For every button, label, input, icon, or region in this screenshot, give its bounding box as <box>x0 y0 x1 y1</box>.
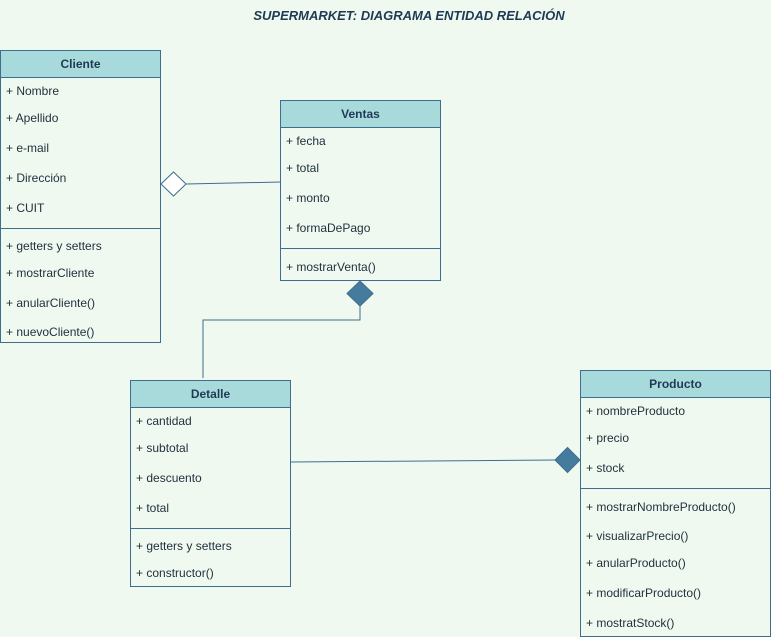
attribute: + fecha <box>286 134 326 148</box>
attribute: + total <box>136 501 170 515</box>
method: + constructor() <box>136 566 214 580</box>
method: + mostrarCliente <box>6 266 95 280</box>
method: + getters y setters <box>136 539 232 553</box>
class-name: Cliente <box>1 51 160 78</box>
method: + nuevoCliente() <box>6 325 95 339</box>
class-name: Detalle <box>131 381 290 408</box>
attribute: + e-mail <box>6 141 50 155</box>
attributes-section: + fecha + total + monto + formaDePago <box>281 128 440 249</box>
composition-diamond-icon <box>554 446 581 474</box>
class-name: Ventas <box>281 101 440 128</box>
aggregation-diamond-icon <box>160 171 187 197</box>
attribute: + monto <box>286 191 330 205</box>
attribute: + Dirección <box>6 171 67 185</box>
class-producto[interactable]: Producto + nombreProducto + precio + sto… <box>580 370 771 637</box>
attribute: + formaDePago <box>286 221 371 235</box>
class-ventas[interactable]: Ventas + fecha + total + monto + formaDe… <box>280 100 441 281</box>
diagram-title: SUPERMARKET: DIAGRAMA ENTIDAD RELACIÓN <box>253 8 565 23</box>
attributes-section: + nombreProducto + precio + stock <box>581 398 770 489</box>
attributes-section: + cantidad + subtotal + descuento + tota… <box>131 408 290 529</box>
method: + visualizarPrecio() <box>586 529 689 543</box>
method: + mostrarVenta() <box>286 260 376 274</box>
ventas-detalle-line <box>202 306 361 378</box>
cliente-ventas-line <box>185 181 282 185</box>
method: + getters y setters <box>6 239 102 253</box>
method: + mostrarNombreProducto() <box>586 500 736 514</box>
attribute: + descuento <box>136 471 202 485</box>
detalle-producto-line <box>290 459 556 463</box>
method: + anularCliente() <box>6 296 96 310</box>
attribute: + stock <box>586 461 625 475</box>
composition-diamond-icon <box>346 280 374 307</box>
attribute: + nombreProducto <box>586 404 686 418</box>
class-cliente[interactable]: Cliente + Nombre + Apellido + e-mail + D… <box>0 50 161 343</box>
attribute: + subtotal <box>136 441 189 455</box>
class-detalle[interactable]: Detalle + cantidad + subtotal + descuent… <box>130 380 291 587</box>
attribute: + Apellido <box>6 111 59 125</box>
attribute: + total <box>286 161 320 175</box>
attribute: + Nombre <box>6 84 60 98</box>
method: + anularProducto() <box>586 556 686 570</box>
method: + modificarProducto() <box>586 586 702 600</box>
attribute: + CUIT <box>6 201 45 215</box>
attributes-section: + Nombre + Apellido + e-mail + Dirección… <box>1 78 160 229</box>
method: + mostratStock() <box>586 616 675 630</box>
attribute: + cantidad <box>136 414 192 428</box>
class-name: Producto <box>581 371 770 398</box>
attribute: + precio <box>586 431 630 445</box>
